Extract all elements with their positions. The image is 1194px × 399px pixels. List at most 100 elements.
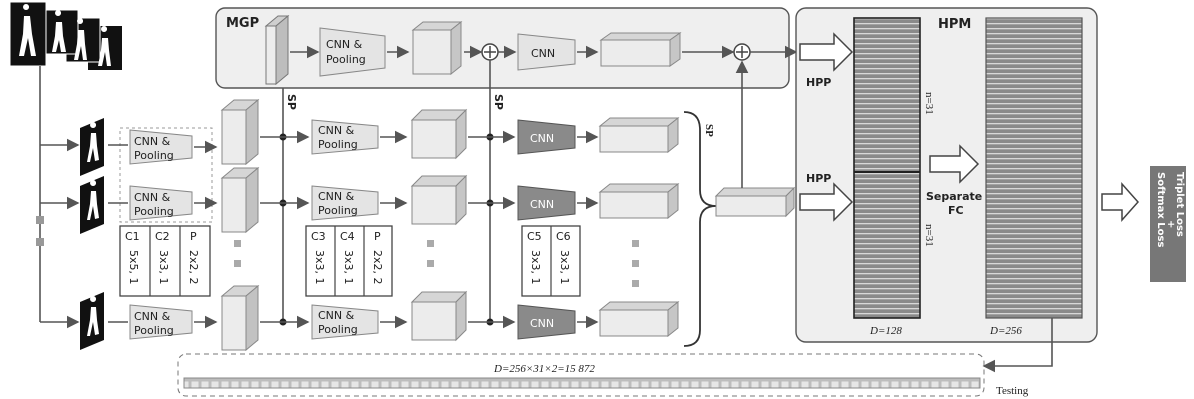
svg-text:C1: C1 xyxy=(125,230,140,243)
feature-vector xyxy=(184,378,980,388)
svg-text:C6: C6 xyxy=(556,230,571,243)
mgp-panel xyxy=(216,8,789,88)
svg-text:Pooling: Pooling xyxy=(134,149,174,162)
svg-text:CNN &: CNN & xyxy=(326,38,363,51)
svg-text:P: P xyxy=(374,230,381,243)
stage3-feature-block xyxy=(600,302,678,336)
svg-text:3x3, 1: 3x3, 1 xyxy=(558,250,571,285)
stage2-feature-cube xyxy=(412,292,466,340)
svg-text:CNN: CNN xyxy=(530,317,554,330)
svg-text:CNN &: CNN & xyxy=(134,135,171,148)
ellipsis-dot xyxy=(234,260,241,267)
set-pooling-brace xyxy=(684,112,716,346)
svg-text:Pooling: Pooling xyxy=(318,204,358,217)
stage1-cnn-pooling: CNN & Pooling xyxy=(108,186,216,220)
stage2-feature-cube xyxy=(412,110,466,158)
stage1-feature-block xyxy=(222,100,258,164)
stage3-feature-block xyxy=(600,184,678,218)
svg-text:CNN &: CNN & xyxy=(318,190,355,203)
svg-text:CNN: CNN xyxy=(531,47,555,60)
loss-text-line3: Triplet Loss xyxy=(1174,172,1185,237)
stage2-cnn-pooling: CNN & Pooling xyxy=(312,120,378,154)
stage2-feature-cube xyxy=(412,176,466,224)
mgp-cnn-pooling: CNN & Pooling xyxy=(320,28,385,76)
svg-text:Pooling: Pooling xyxy=(318,323,358,336)
ellipsis-dot xyxy=(36,216,44,224)
svg-text:2x2, 2: 2x2, 2 xyxy=(371,250,384,285)
separate-fc-label-line1: Separate xyxy=(926,190,982,203)
stage3-cnn: CNN xyxy=(518,305,575,339)
ellipsis-dot xyxy=(632,240,639,247)
feature-vector-outline xyxy=(178,354,984,396)
ellipsis-dot xyxy=(36,238,44,246)
silhouette-frame xyxy=(80,292,104,350)
dim-label-256: D=256 xyxy=(989,325,1022,337)
loss-text-line1: Softmax Loss xyxy=(1155,172,1166,247)
svg-text:CNN: CNN xyxy=(530,132,554,145)
silhouette-frame xyxy=(80,118,104,176)
stage2-cnn-pooling: CNN & Pooling xyxy=(312,186,378,220)
separate-fc-label-line2: FC xyxy=(948,204,964,217)
svg-text:5x5, 1: 5x5, 1 xyxy=(127,250,140,285)
hpp-label-bottom: HPP xyxy=(806,172,831,185)
sp-label-2: SP xyxy=(492,94,505,110)
stage3-cnn: CNN xyxy=(518,186,575,220)
svg-text:C5: C5 xyxy=(527,230,542,243)
svg-text:C4: C4 xyxy=(340,230,355,243)
silhouette-sequence-stack xyxy=(10,2,122,70)
svg-text:P: P xyxy=(190,230,197,243)
hpm-label: HPM xyxy=(938,17,971,32)
n-label-top: n=31 xyxy=(923,92,935,115)
mgp-label: MGP xyxy=(226,16,259,31)
stage2-cnn-pooling: CNN & Pooling xyxy=(312,305,378,339)
svg-text:3x3, 1: 3x3, 1 xyxy=(313,250,326,285)
hpp-label-top: HPP xyxy=(806,76,831,89)
sp-label-brace: SP xyxy=(703,124,715,137)
svg-text:3x3, 1: 3x3, 1 xyxy=(529,250,542,285)
hpm-feature-map-256 xyxy=(986,18,1082,318)
svg-text:2x2, 2: 2x2, 2 xyxy=(187,250,200,285)
ellipsis-dot xyxy=(632,260,639,267)
mgp-input-block xyxy=(266,16,288,84)
stage1-cnn-pooling: CNN & Pooling xyxy=(108,130,216,164)
stage1-cnn-pooling: CNN & Pooling xyxy=(108,305,216,339)
testing-label: Testing xyxy=(996,385,1029,397)
svg-text:Pooling: Pooling xyxy=(134,324,174,337)
set-pooled-feature-block xyxy=(716,188,794,216)
svg-text:C3: C3 xyxy=(311,230,326,243)
svg-text:Pooling: Pooling xyxy=(318,138,358,151)
svg-text:CNN &: CNN & xyxy=(318,309,355,322)
stage1-feature-block xyxy=(222,286,258,350)
conv-spec-table-3: C5 C6 3x3, 1 3x3, 1 xyxy=(522,226,580,296)
stage1-feature-block xyxy=(222,168,258,232)
svg-text:C2: C2 xyxy=(155,230,170,243)
mgp-cube-1 xyxy=(413,22,461,74)
ellipsis-dot xyxy=(632,280,639,287)
dim-label-128: D=128 xyxy=(869,325,902,337)
svg-text:Pooling: Pooling xyxy=(326,53,366,66)
hpp-feature-map-128 xyxy=(854,18,920,318)
svg-text:Pooling: Pooling xyxy=(134,205,174,218)
stage3-feature-block xyxy=(600,118,678,152)
conv-spec-table-1: C1 C2 P 5x5, 1 3x3, 1 2x2, 2 xyxy=(120,226,210,296)
sp-label-1: SP xyxy=(285,94,298,110)
ellipsis-dot xyxy=(234,240,241,247)
ellipsis-dot xyxy=(427,240,434,247)
svg-text:CNN &: CNN & xyxy=(134,310,171,323)
svg-text:CNN: CNN xyxy=(530,198,554,211)
mgp-add-node-2 xyxy=(734,44,750,60)
silhouette-frame xyxy=(80,176,104,234)
ellipsis-dot xyxy=(427,260,434,267)
svg-text:CNN &: CNN & xyxy=(134,191,171,204)
svg-text:CNN &: CNN & xyxy=(318,124,355,137)
conv-spec-table-2: C3 C4 P 3x3, 1 3x3, 1 2x2, 2 xyxy=(306,226,392,296)
n-label-bottom: n=31 xyxy=(923,224,935,247)
feature-dimension-label: D=256×31×2=15 872 xyxy=(493,363,595,375)
mgp-slab-block xyxy=(601,33,680,66)
output-arrow xyxy=(1102,184,1138,220)
svg-text:3x3, 1: 3x3, 1 xyxy=(342,250,355,285)
mgp-add-node-1 xyxy=(482,44,498,60)
stage3-cnn: CNN xyxy=(518,120,575,154)
svg-text:3x3, 1: 3x3, 1 xyxy=(157,250,170,285)
